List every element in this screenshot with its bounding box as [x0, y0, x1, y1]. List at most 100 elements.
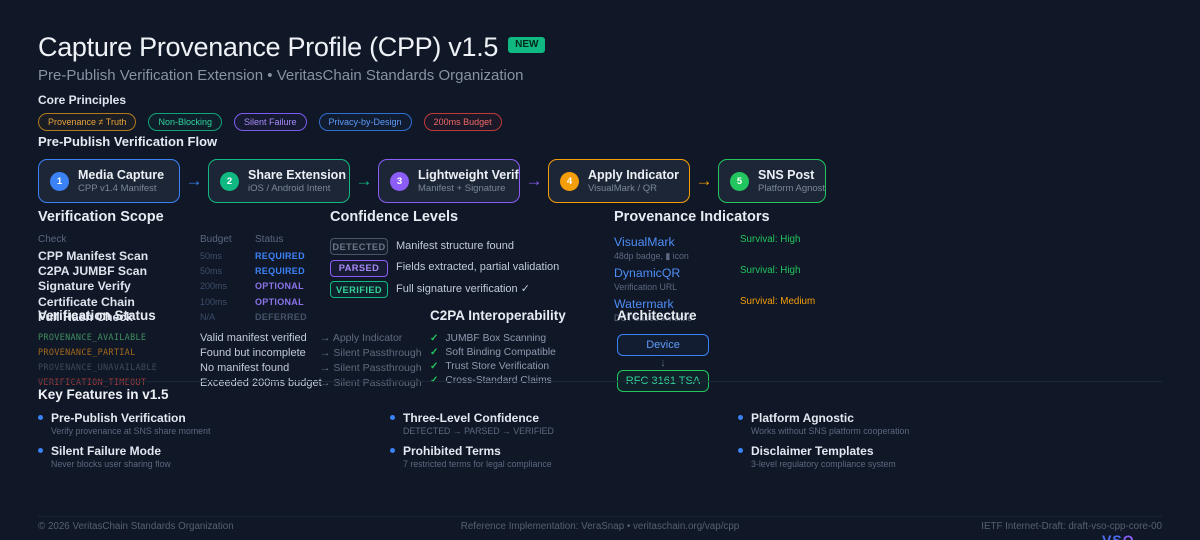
flow-arrow-icon: → — [525, 171, 543, 190]
c2pa-item-label: Soft Binding Compatible — [445, 346, 556, 358]
indicator-desc: 48dp badge, ▮ icon — [614, 251, 689, 261]
feature-title: Silent Failure Mode — [51, 444, 162, 458]
feature-item: Disclaimer Templates 3-level regulatory … — [738, 444, 1078, 470]
feature-title: Prohibited Terms — [403, 444, 501, 458]
scope-check-name: Certificate Chain — [38, 294, 135, 309]
check-icon: ✓ — [430, 332, 439, 344]
verification-scope-title: Verification Scope — [38, 209, 164, 225]
features-column: Platform Agnostic Works without SNS plat… — [738, 411, 1078, 477]
scope-budget: 50ms — [200, 251, 223, 261]
indicator-item: VisualMark 48dp badge, ▮ icon Survival: … — [614, 233, 884, 261]
new-badge: NEW — [508, 37, 546, 53]
scope-budget: 50ms — [200, 266, 223, 277]
feature-desc: Verify provenance at SNS share moment — [51, 426, 211, 436]
brand-watermark: VSO — [1102, 532, 1135, 540]
status-desc: Exceeded 200ms budget — [200, 377, 322, 389]
key-features-title: Key Features in v1.5 — [38, 387, 169, 402]
confidence-desc: Manifest structure found — [396, 239, 515, 252]
indicator-link-watermark[interactable]: Watermark — [614, 297, 674, 311]
scope-status: DEFERRED — [255, 311, 307, 322]
status-code: PROVENANCE_AVAILABLE — [38, 333, 147, 343]
principle-pill-budget: 200ms Budget — [423, 113, 502, 131]
step-number: 5 — [730, 171, 749, 191]
verification-status-title: Verification Status — [38, 308, 156, 323]
status-desc: No manifest found — [200, 362, 290, 374]
feature-item: Silent Failure Mode Never blocks user sh… — [38, 444, 378, 470]
confidence-tag-detected: DETECTED — [330, 238, 388, 255]
c2pa-item: ✓ JUMBF Box Scanning — [430, 331, 650, 345]
architecture-node-device: Device — [617, 334, 709, 356]
scope-budget: 200ms — [200, 281, 228, 292]
principle-pill-provenance: Provenance ≠ Truth — [38, 113, 137, 131]
indicator-link-visualmark[interactable]: VisualMark — [614, 235, 675, 249]
flow-arrow-icon: → — [695, 171, 713, 190]
step-subtitle: iOS / Android Intent — [248, 183, 331, 194]
status-code: VERIFICATION_TIMEOUT — [38, 378, 147, 388]
verification-status-table: PROVENANCE_AVAILABLE Valid manifest veri… — [38, 331, 458, 391]
header: Capture Provenance Profile (CPP) v1.5 NE… — [38, 32, 546, 131]
principle-pill-silent-failure: Silent Failure — [234, 113, 307, 131]
scope-check-name: Signature Verify — [38, 279, 131, 294]
status-code: PROVENANCE_UNAVAILABLE — [38, 363, 158, 373]
step-subtitle: Manifest + Signature — [418, 183, 506, 194]
indicator-item: DynamicQR Verification URL Survival: Hig… — [614, 264, 884, 292]
step-title: Media Capture — [78, 168, 165, 182]
c2pa-item-label: JUMBF Box Scanning — [445, 332, 547, 344]
feature-title: Platform Agnostic — [751, 411, 854, 425]
scope-status: REQUIRED — [255, 251, 305, 261]
architecture-title: Architecture — [617, 308, 697, 323]
bullet-icon — [38, 415, 43, 420]
confidence-row: PARSED Fields extracted, partial validat… — [330, 257, 620, 279]
step-title: Apply Indicator — [588, 168, 679, 182]
scope-check-name: CPP Manifest Scan — [38, 249, 149, 263]
step-number: 4 — [560, 171, 579, 191]
feature-desc: Works without SNS platform cooperation — [751, 426, 910, 436]
confidence-levels-section: Confidence Levels DETECTED Manifest stru… — [330, 209, 620, 300]
indicator-desc: DCT-based invisible — [614, 313, 693, 323]
indicator-item: Watermark DCT-based invisible Survival: … — [614, 295, 884, 323]
step-number: 2 — [220, 171, 239, 191]
check-icon: ✓ — [430, 346, 439, 358]
scope-status: REQUIRED — [255, 266, 305, 277]
footer-reference: Reference Implementation: VeraSnap • ver… — [460, 521, 740, 532]
c2pa-interoperability-section: C2PA Interoperability ✓ JUMBF Box Scanni… — [430, 308, 650, 387]
feature-item: Three-Level Confidence DETECTED → PARSED… — [390, 411, 730, 437]
flow-title: Pre-Publish Verification Flow — [38, 134, 218, 149]
status-desc: Found but incomplete — [200, 347, 306, 359]
step-subtitle: VisualMark / QR — [588, 183, 657, 194]
step-number: 1 — [50, 171, 69, 191]
feature-desc: Never blocks user sharing flow — [51, 459, 171, 469]
indicator-link-dynamicqr[interactable]: DynamicQR — [614, 266, 681, 280]
verification-scope-table: Check Budget Status CPP Manifest Scan 50… — [38, 233, 338, 325]
step-subtitle: Platform Agnostic — [758, 183, 825, 194]
c2pa-item-label: Cross-Standard Claims — [445, 374, 552, 386]
footer-copyright: © 2026 VeritasChain Standards Organizati… — [38, 521, 234, 532]
page-subtitle: Pre-Publish Verification Extension • Ver… — [38, 67, 524, 84]
confidence-row: DETECTED Manifest structure found — [330, 235, 620, 257]
feature-desc: 3-level regulatory compliance system — [751, 459, 896, 469]
scope-status: OPTIONAL — [255, 296, 304, 307]
confidence-tag-parsed: PARSED — [330, 259, 388, 277]
feature-title: Pre-Publish Verification — [51, 411, 186, 425]
confidence-tag-verified: VERIFIED — [330, 281, 388, 298]
scope-check-name: Full Hash Check — [38, 309, 133, 324]
col-header-budget: Budget — [200, 234, 232, 245]
confidence-levels-title: Confidence Levels — [330, 209, 459, 225]
scope-budget: N/A — [200, 311, 216, 322]
footer-ietf-draft: IETF Internet-Draft: draft-vso-cpp-core-… — [981, 521, 1162, 532]
provenance-indicators-section: Provenance Indicators VisualMark 48dp ba… — [614, 209, 884, 326]
status-desc: Valid manifest verified — [200, 332, 307, 344]
bullet-icon — [390, 415, 395, 420]
confidence-desc: Fields extracted, partial validation — [396, 261, 560, 274]
provenance-indicators-title: Provenance Indicators — [614, 209, 770, 225]
step-title: Lightweight Verify — [418, 168, 519, 182]
step-subtitle: CPP v1.4 Manifest — [78, 183, 157, 194]
feature-title: Three-Level Confidence — [403, 411, 540, 425]
key-features-section: Key Features in v1.5 Pre-Publish Verific… — [38, 387, 1162, 481]
flow-arrow-icon: → — [185, 171, 203, 190]
